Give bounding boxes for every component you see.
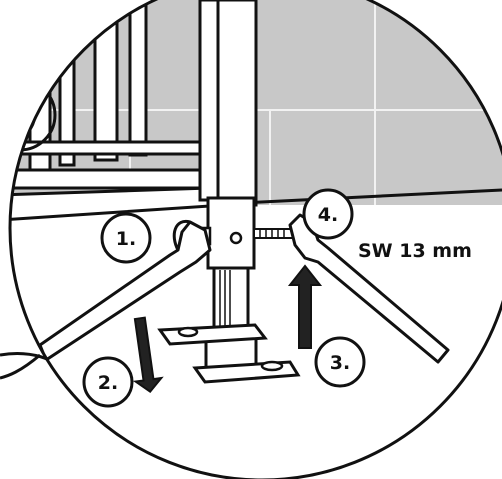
step-1-label: 1. (116, 228, 136, 250)
step-3-badge: 3. (314, 336, 366, 388)
magnifier-lens-outline (8, 0, 502, 479)
step-3-label: 3. (330, 352, 350, 374)
step-2-badge: 2. (82, 356, 134, 408)
frame-leg (198, 0, 258, 372)
wrench-size-label: SW 13 mm (358, 240, 472, 262)
arrow-down (132, 316, 164, 393)
step-1-badge: 1. (100, 212, 152, 264)
foot-plates (157, 323, 301, 384)
arrow-up (287, 264, 323, 349)
step-4-label: 4. (318, 204, 338, 226)
step-2-label: 2. (98, 372, 118, 394)
step-4-badge: 4. (302, 188, 354, 240)
